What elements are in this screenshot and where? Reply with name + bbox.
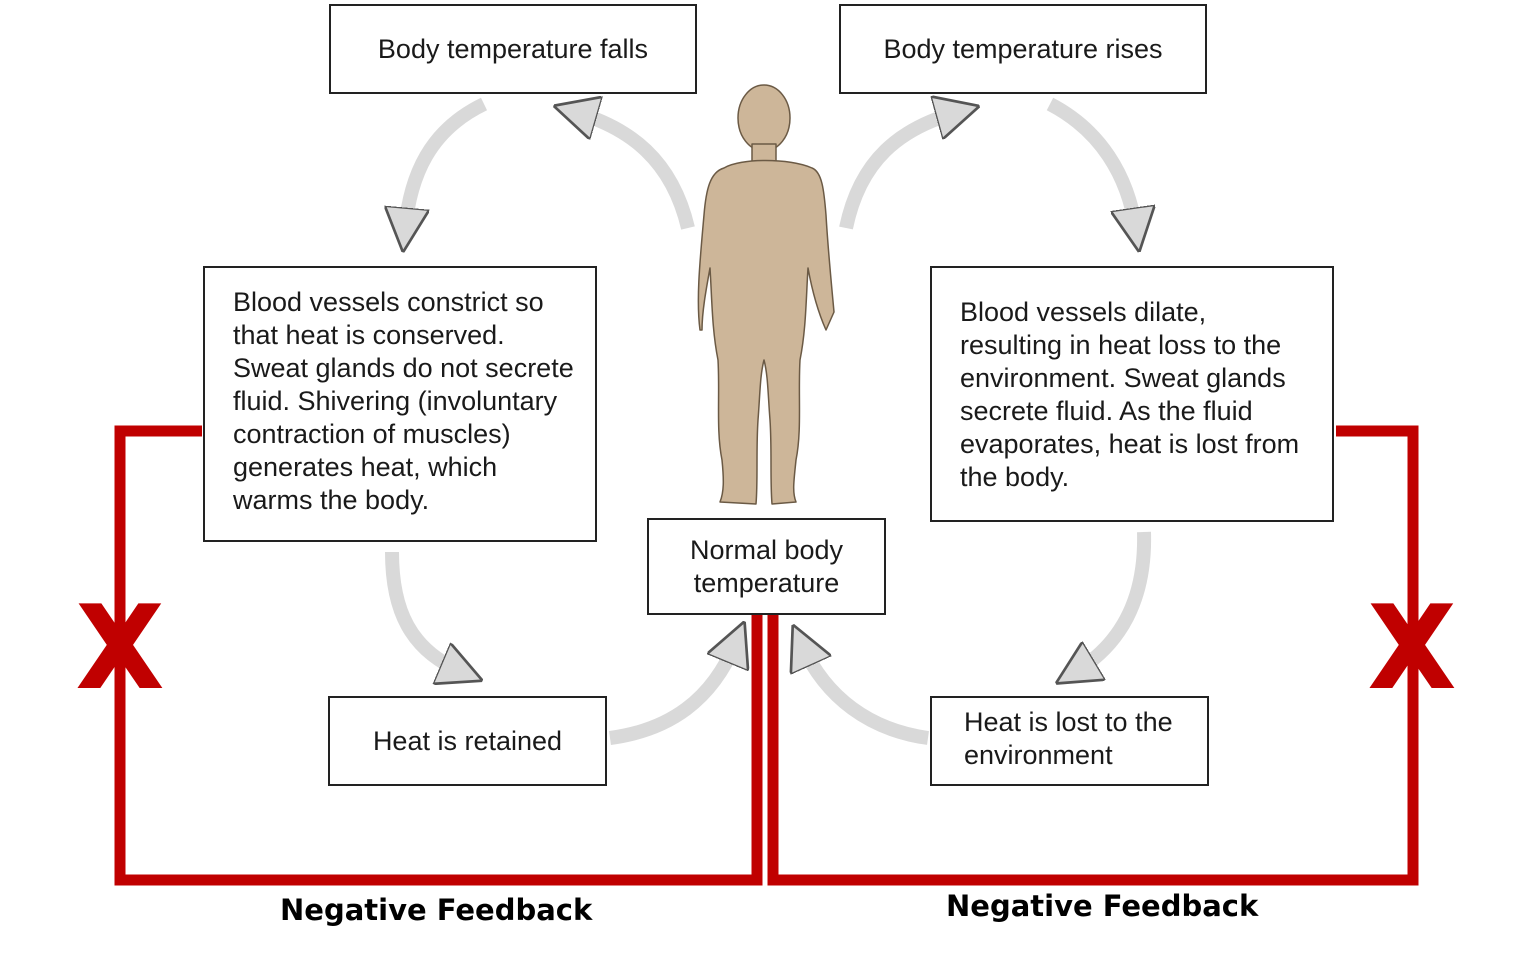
right-cross-mark-icon: X <box>1367 581 1456 716</box>
stimulus-falls-box: Body temperature falls <box>329 4 697 94</box>
curved-arrow-icon <box>1075 531 1152 672</box>
curved-arrow-icon <box>575 112 695 230</box>
curved-arrow-icon <box>1046 97 1136 230</box>
left-feedback-caption: Negative Feedback <box>280 893 593 927</box>
left-feedback-loop <box>114 425 763 886</box>
stimulus-rises-box: Body temperature rises <box>839 4 1207 94</box>
normal-temperature-box: Normal body temperature <box>647 518 886 615</box>
right-response-text: Blood vessels dilate, resulting in heat … <box>960 297 1300 492</box>
right-feedback-caption: Negative Feedback <box>946 889 1259 923</box>
normal-temperature-label: Normal body temperature <box>689 534 844 598</box>
curved-arrow-icon <box>802 645 930 745</box>
right-response-box: Blood vessels dilate, resulting in heat … <box>930 266 1334 522</box>
heat-retained-label: Heat is retained <box>372 725 563 756</box>
curved-arrow-icon <box>405 97 488 230</box>
left-response-box: Blood vessels constrict so that heat is … <box>203 266 597 542</box>
stimulus-rises-label: Body temperature rises <box>883 33 1163 64</box>
heat-lost-box: Heat is lost to the environment <box>930 696 1209 786</box>
left-cross-mark-icon: X <box>75 581 164 716</box>
heat-retained-box: Heat is retained <box>328 696 607 786</box>
curved-arrow-icon <box>385 551 462 672</box>
right-feedback-loop <box>767 425 1419 886</box>
left-response-text: Blood vessels constrict so that heat is … <box>233 287 574 515</box>
human-figure-icon <box>697 84 835 505</box>
curved-arrow-icon <box>839 112 958 230</box>
heat-lost-label: Heat is lost to the environment <box>964 707 1173 770</box>
stimulus-falls-label: Body temperature falls <box>377 33 649 64</box>
curved-arrow-icon <box>609 642 736 745</box>
